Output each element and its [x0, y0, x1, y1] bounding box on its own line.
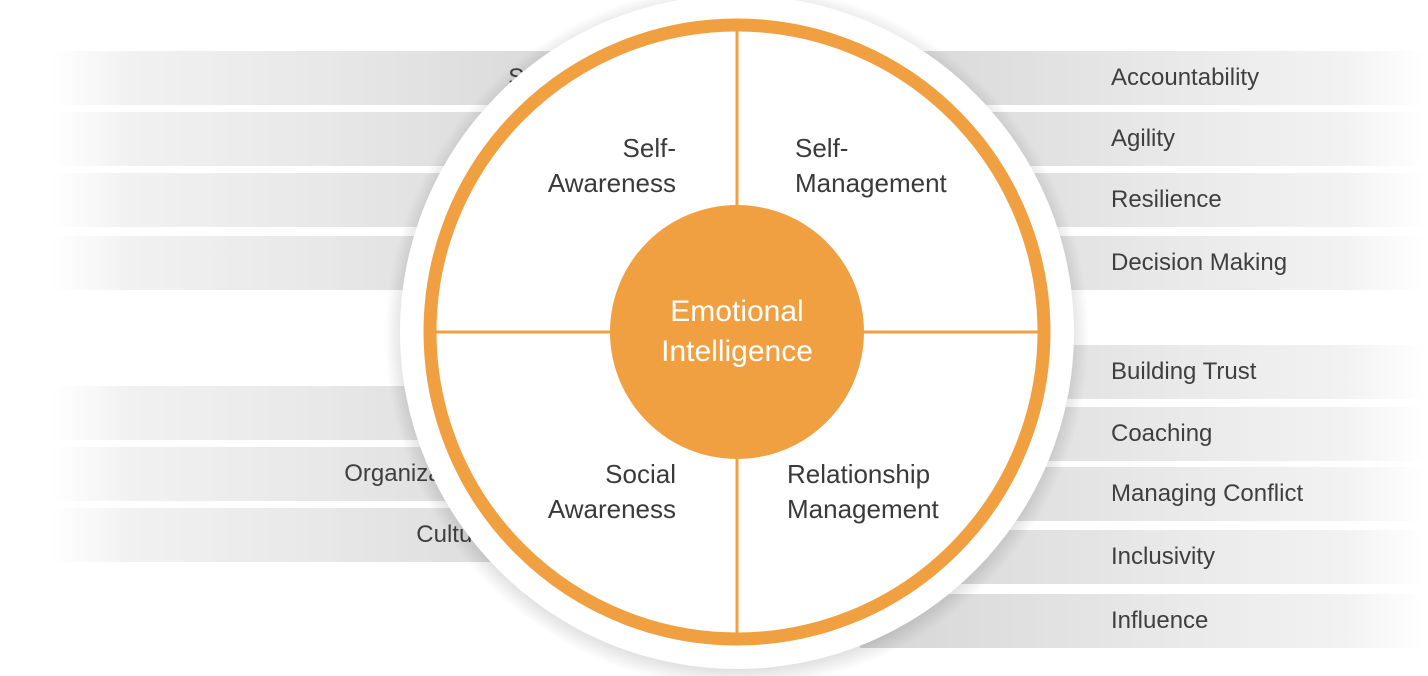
competency-label: Managing Conflict	[1111, 480, 1304, 507]
quadrant-label-line1: Relationship	[787, 459, 931, 489]
center-label-line2: Intelligence	[661, 335, 813, 368]
competency-label: Accountability	[1111, 64, 1260, 91]
competency-label: Agility	[1111, 125, 1176, 152]
quadrant-label-line1: Social	[605, 459, 676, 489]
center-circle	[610, 205, 864, 459]
quadrant-social-awareness: Social Awareness	[500, 457, 676, 527]
center-label-line1: Emotional	[670, 295, 804, 328]
quadrant-label-line1: Self-	[795, 133, 849, 163]
quadrant-label-line1: Self-	[622, 133, 676, 163]
quadrant-self-awareness: Self- Awareness	[500, 131, 676, 201]
competency-label: Inclusivity	[1111, 543, 1216, 570]
center-label: Emotional Intelligence	[612, 292, 862, 372]
quadrant-relationship-management: Relationship Management	[787, 457, 939, 527]
competency-label: Decision Making	[1111, 249, 1288, 276]
competency-label: Influence	[1111, 607, 1209, 634]
competency-label: Resilience	[1111, 186, 1222, 213]
quadrant-label-line2: Awareness	[547, 168, 676, 198]
quadrant-label-line2: Management	[787, 494, 939, 524]
competency-label: Coaching	[1111, 420, 1213, 447]
competency-label: Building Trust	[1111, 358, 1257, 385]
quadrant-self-management: Self- Management	[795, 131, 947, 201]
quadrant-label-line2: Management	[795, 168, 947, 198]
quadrant-label-line2: Awareness	[547, 494, 676, 524]
